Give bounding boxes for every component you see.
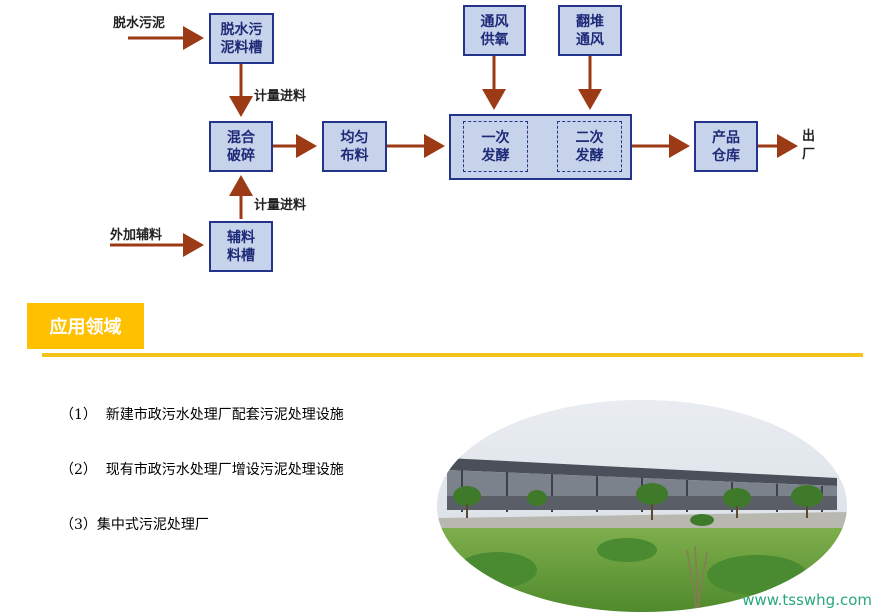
section-divider <box>42 353 863 357</box>
output-label: 出 厂 <box>802 129 816 162</box>
meter-label-bottom: 计量进料 <box>254 198 307 213</box>
flow-arrows <box>110 26 798 257</box>
sludge-tank-box: 脱水污 泥料槽 <box>209 13 274 64</box>
input-sludge-label: 脱水污泥 <box>113 16 166 31</box>
even-spread-box: 均匀 布料 <box>322 121 387 172</box>
ventilation-box: 通风 供氧 <box>463 5 526 56</box>
product-store-box: 产品 仓库 <box>694 121 758 172</box>
list-item: （1） 新建市政污水处理厂配套污泥处理设施 <box>60 407 344 423</box>
aux-tank-box: 辅料 料槽 <box>209 221 273 272</box>
facility-photo <box>437 400 847 612</box>
watermark: www.tsswhg.com <box>742 591 872 609</box>
secondary-ferment-box: 二次 发酵 <box>557 121 622 172</box>
fermentation-container <box>449 114 632 180</box>
list-item: （3）集中式污泥处理厂 <box>60 517 209 533</box>
section-title: 应用领域 <box>27 303 144 349</box>
list-item: （2） 现有市政污水处理厂增设污泥处理设施 <box>60 462 344 478</box>
turn-vent-box: 翻堆 通风 <box>558 5 622 56</box>
mix-crush-box: 混合 破碎 <box>209 121 273 172</box>
input-additive-label: 外加辅料 <box>110 228 163 243</box>
meter-label-top: 计量进料 <box>254 89 307 104</box>
primary-ferment-box: 一次 发酵 <box>463 121 528 172</box>
